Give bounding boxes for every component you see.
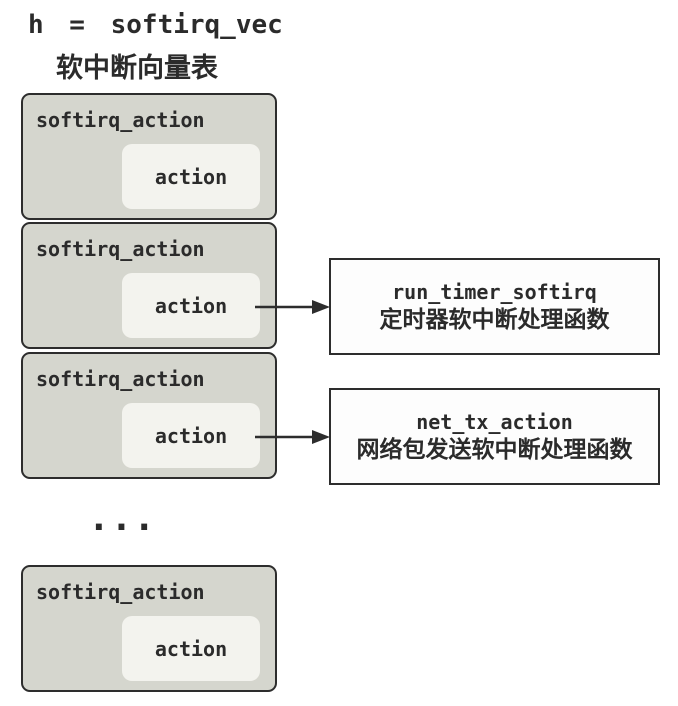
softirq-action-entry-3: softirq_action action [21,565,277,692]
softirq-action-entry-0: softirq_action action [21,93,277,220]
title-chinese-line: 软中断向量表 [56,53,218,83]
handler-box-net-tx-action: net_tx_action 网络包发送软中断处理函数 [329,388,660,485]
handler-function-desc: 定时器软中断处理函数 [379,305,610,332]
entry-struct-label: softirq_action [36,108,205,132]
handler-function-name: run_timer_softirq [392,279,597,304]
title-code-line: h = softirq_vec [28,10,283,40]
softirq-action-entry-2: softirq_action action [21,352,277,479]
action-field: action [122,273,260,338]
entry-struct-label: softirq_action [36,367,205,391]
handler-box-run-timer-softirq: run_timer_softirq 定时器软中断处理函数 [329,258,660,355]
handler-function-desc: 网络包发送软中断处理函数 [356,435,633,462]
softirq-action-entry-1: softirq_action action [21,222,277,349]
ellipsis-more-entries: ... [88,498,157,539]
entry-struct-label: softirq_action [36,237,205,261]
handler-function-name: net_tx_action [416,409,573,434]
action-field: action [122,616,260,681]
action-field: action [122,144,260,209]
action-field: action [122,403,260,468]
entry-struct-label: softirq_action [36,580,205,604]
